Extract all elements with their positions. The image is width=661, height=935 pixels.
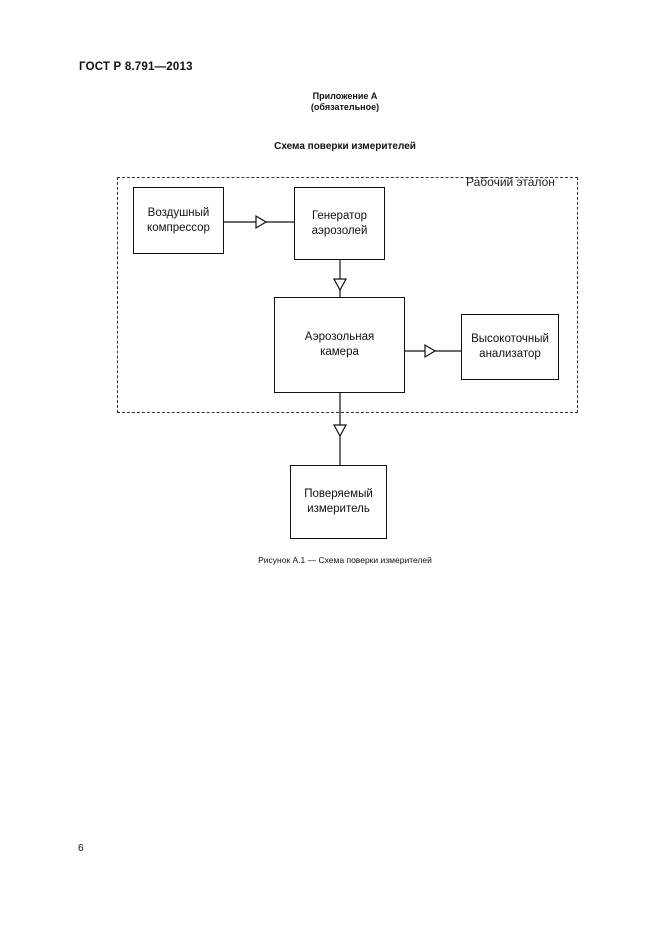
annex-title: Приложение А bbox=[312, 91, 378, 101]
air-compressor-block: Воздушный компрессор bbox=[133, 187, 224, 254]
arrow-to-chamber-icon bbox=[332, 278, 348, 292]
annex-heading: Приложение А (обязательное) bbox=[0, 91, 661, 113]
precision-analyzer-label: Высокоточный анализатор bbox=[471, 333, 549, 360]
working-standard-frame bbox=[117, 177, 578, 413]
device-under-test-label: Поверяемый измеритель bbox=[304, 488, 373, 515]
document-code: ГОСТ Р 8.791—2013 bbox=[79, 61, 193, 73]
scheme-title: Схема поверки измерителей bbox=[274, 141, 416, 152]
aerosol-generator-block: Генератор аэрозолей bbox=[294, 187, 385, 260]
working-standard-label: Рабочий эталон bbox=[466, 175, 555, 189]
air-compressor-label: Воздушный компрессор bbox=[147, 206, 210, 234]
figure-caption: Рисунок А.1 — Схема поверки измерителей bbox=[258, 555, 432, 565]
aerosol-chamber-block: Аэрозольная камера bbox=[274, 297, 405, 393]
precision-analyzer-block: Высокоточный анализатор bbox=[461, 314, 559, 380]
arrow-to-generator-icon bbox=[255, 214, 268, 230]
aerosol-chamber-label: Аэрозольная камера bbox=[304, 331, 375, 358]
arrow-to-device-icon bbox=[332, 424, 348, 438]
device-under-test-block: Поверяемый измеритель bbox=[290, 465, 387, 539]
page-number: 6 bbox=[78, 843, 84, 854]
aerosol-generator-label: Генератор аэрозолей bbox=[311, 209, 368, 237]
arrow-to-analyzer-icon bbox=[424, 343, 437, 359]
annex-status: (обязательное) bbox=[310, 102, 380, 112]
